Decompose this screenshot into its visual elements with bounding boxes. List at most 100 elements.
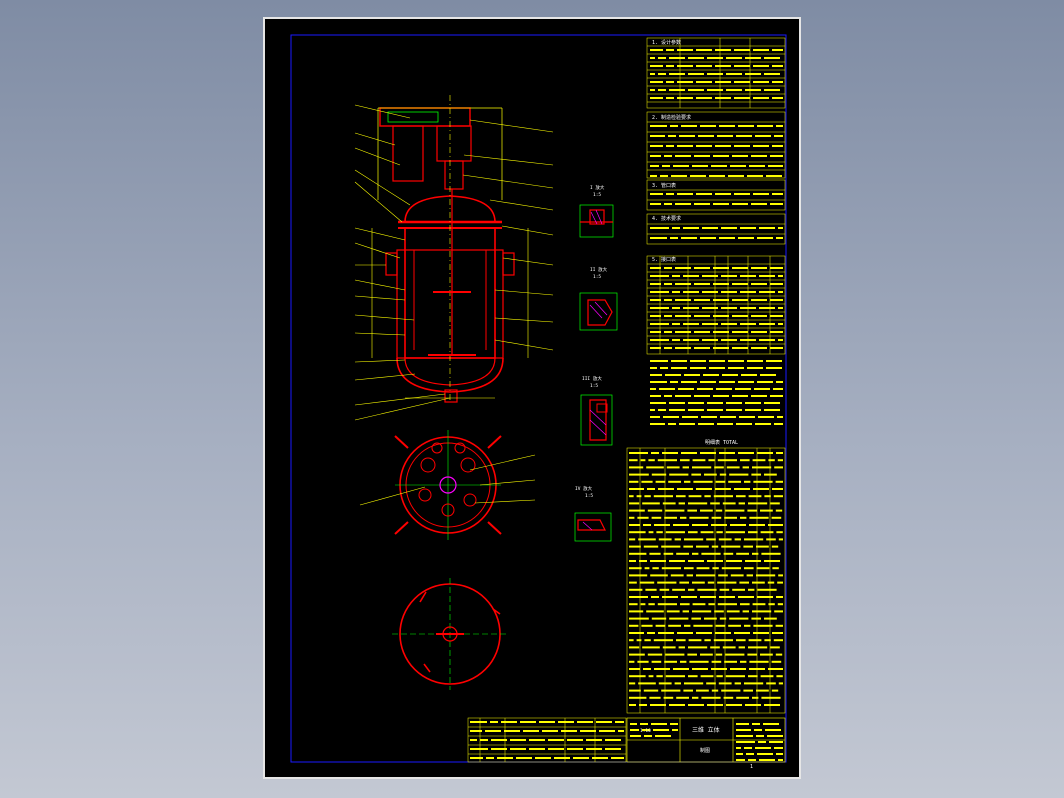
section-title-2: 2. 制造检验要求 [652,114,691,121]
annotation-stroke [736,423,752,425]
annotation-stroke [696,49,712,51]
annotation-stroke [719,452,735,454]
annotation-stroke [661,689,681,692]
annotation-stroke [690,367,706,369]
annotation-stroke [711,668,727,670]
detail-scale-4: 1:5 [585,493,593,499]
annotation-stroke [688,57,704,59]
annotation-stroke [778,227,783,229]
annotation-stroke [640,459,646,462]
annotation-stroke [654,524,670,526]
annotation-stroke [732,299,748,301]
annotation-stroke [713,315,729,317]
annotation-stroke [736,723,749,725]
annotation-stroke [678,388,694,390]
annotation-stroke [650,89,655,91]
annotation-stroke [726,466,740,469]
annotation-stroke [734,81,750,83]
annotation-stroke [721,567,741,570]
annotation-stroke [751,155,767,157]
annotation-stroke [664,283,672,285]
annotation-stroke [751,347,767,349]
annotation-stroke [673,524,689,526]
annotation-stroke [470,739,477,741]
annotation-stroke [643,668,651,670]
annotation-stroke [738,502,745,505]
annotation-stroke [719,473,727,476]
annotation-stroke [763,723,779,725]
annotation-stroke [662,452,678,454]
annotation-stroke [650,402,666,404]
annotation-stroke [712,567,719,570]
annotation-stroke [757,237,773,239]
annotation-stroke [739,416,755,418]
annotation-stroke [755,747,771,749]
annotation-stroke [748,639,762,642]
annotation-stroke [644,567,650,570]
annotation-stroke [650,135,665,137]
annotation-stroke [672,588,685,591]
annotation-stroke [629,704,636,706]
annotation-stroke [734,193,750,195]
annotation-stroke [703,374,719,376]
annotation-stroke [694,299,710,301]
annotation-stroke [721,323,737,325]
annotation-stroke [728,367,744,369]
annotation-stroke [670,381,678,383]
annotation-stroke [696,689,709,692]
annotation-stroke [736,729,751,731]
annotation-stroke [646,610,664,613]
annotation-stroke [684,624,691,627]
annotation-stroke [749,165,765,167]
annotation-stroke [683,323,699,325]
annotation-stroke [749,668,765,670]
annotation-stroke [756,689,769,692]
annotation-stroke [713,155,729,157]
annotation-stroke [683,227,699,229]
annotation-stroke [718,538,732,541]
annotation-stroke [740,307,756,309]
annotation-stroke [630,729,639,731]
annotation-stroke [711,524,727,526]
bom-table [626,447,786,714]
annotation-stroke [629,596,648,598]
annotation-stroke [707,560,723,562]
annotation-stroke [720,416,736,418]
annotation-stroke [653,729,669,731]
annotation-stroke [675,299,691,301]
annotation-stroke [713,331,729,333]
annotation-stroke [654,668,670,670]
annotation-stroke [629,524,640,526]
annotation-stroke [657,603,677,606]
annotation-stroke [734,488,750,490]
annotation-stroke [773,639,783,642]
annotation-stroke [772,49,783,51]
annotation-stroke [696,81,712,83]
annotation-stroke [687,509,697,512]
annotation-stroke [752,696,759,699]
annotation-stroke [650,49,663,51]
annotation-stroke [673,165,689,167]
annotation-stroke [728,175,744,177]
annotation-stroke [665,509,685,512]
annotation-stroke [764,495,771,498]
annotation-stroke [700,653,713,656]
annotation-stroke [744,538,764,541]
annotation-stroke [596,721,612,723]
annotation-stroke [749,660,769,663]
annotation-stroke [668,480,681,483]
annotation-stroke [650,307,669,309]
annotation-stroke [719,381,735,383]
annotation-stroke [643,524,651,526]
annotation-stroke [713,495,733,498]
motor-cooling-fins [387,111,439,123]
annotation-stroke [647,653,663,656]
annotation-stroke [669,473,689,476]
annotation-stroke [664,299,672,301]
annotation-stroke [664,660,677,663]
annotation-stroke [696,545,709,548]
annotation-stroke [753,480,773,483]
annotation-stroke [715,97,731,99]
detail-title-2: II 放大 [590,266,608,273]
annotation-stroke [766,360,782,362]
